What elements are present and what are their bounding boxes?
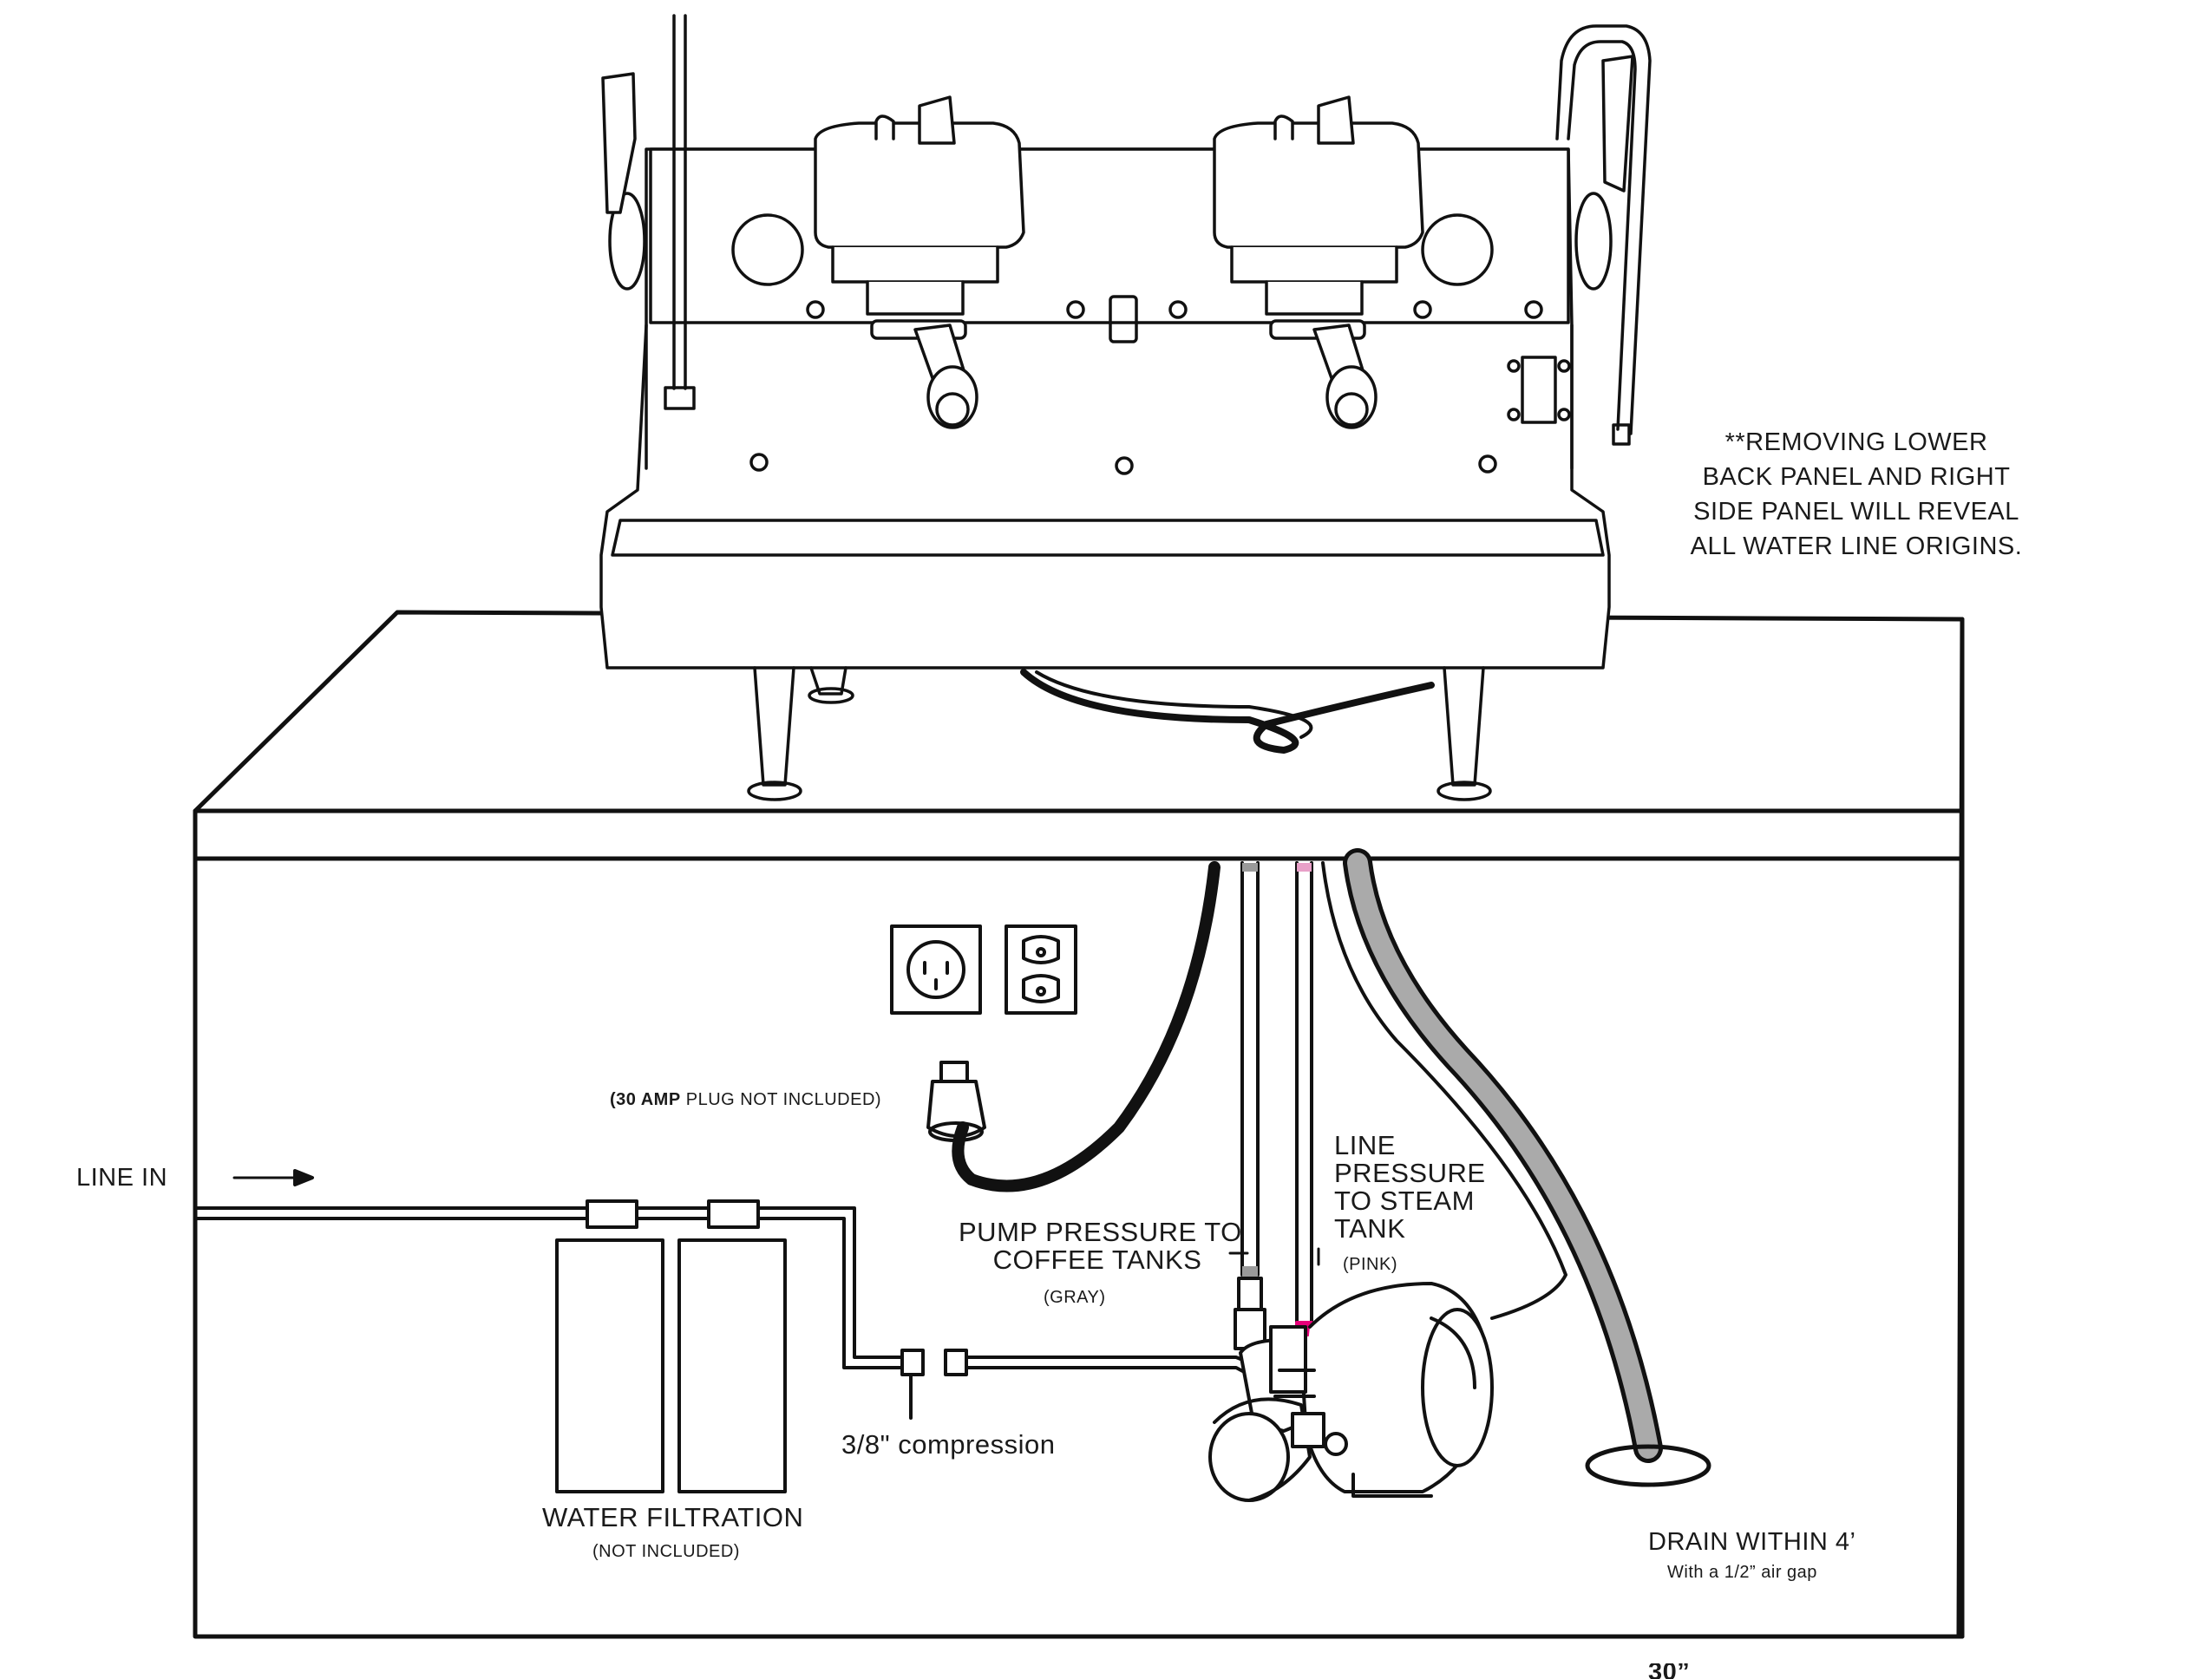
drain-hose [1343, 848, 1663, 1463]
wall-outlet-30amp [890, 924, 982, 1015]
amp-plug-rest: PLUG NOT INCLUDED) [685, 1090, 882, 1109]
counter-cabinet [193, 610, 1965, 1639]
removing-note-line-3: SIDE PANEL WILL REVEAL [1693, 498, 2019, 526]
water-filtration-label: WATER FILTRATION [542, 1502, 804, 1532]
line-pressure-label: LINE PRESSURE TO STEAM TANK [1334, 1132, 1486, 1243]
not-included-label: (NOT INCLUDED) [592, 1542, 740, 1561]
gray-line-pump-pressure [1234, 861, 1266, 1350]
pump-pressure-line-2: COFFEE TANKS [992, 1245, 1202, 1275]
amp-plug-label: (30 AMP PLUG NOT INCLUDED) [610, 1090, 881, 1110]
pump-pressure-label: PUMP PRESSURE TO COFFEE TANKS [959, 1217, 1242, 1275]
espresso-machine [599, 14, 1652, 801]
amp-plug-bold: (30 AMP [610, 1090, 681, 1109]
compression-fitting [900, 1349, 968, 1420]
floor-drain [1585, 1444, 1711, 1487]
pink-line-line-pressure [1295, 861, 1313, 1336]
line-in-label: LINE IN [76, 1164, 168, 1192]
line-pressure-line-3: TO STEAM [1334, 1186, 1475, 1216]
line-pressure-line-1: LINE [1334, 1130, 1396, 1160]
removing-note-line-4: ALL WATER LINE ORIGINS. [1690, 532, 2023, 560]
removing-note-line-1: **REMOVING LOWER [1724, 428, 1988, 456]
water-filter-right [677, 1199, 787, 1493]
line-pressure-line-2: PRESSURE [1334, 1158, 1486, 1188]
line-pressure-line-4: TANK [1334, 1213, 1406, 1244]
water-filter-left [555, 1199, 664, 1493]
drain-label: DRAIN WITHIN 4’ [1648, 1528, 1856, 1556]
power-cord [952, 861, 1221, 1192]
water-pump [1208, 1325, 1348, 1502]
thin-hose [1321, 861, 1567, 1320]
wall-outlet-duplex [1005, 924, 1077, 1015]
compression-label: 3/8" compression [841, 1429, 1056, 1460]
pump-pressure-line-1: PUMP PRESSURE TO [959, 1217, 1242, 1247]
flow-arrow [232, 1169, 314, 1186]
gray-label: (GRAY) [1044, 1288, 1106, 1307]
removing-note-line-2: BACK PANEL AND RIGHT [1702, 463, 2011, 491]
dimension-label: 30” [1648, 1663, 1691, 1679]
air-gap-label: With a 1/2” air gap [1667, 1563, 1817, 1582]
pump-motor [1299, 1282, 1494, 1498]
pink-label: (PINK) [1343, 1255, 1397, 1274]
power-plug [926, 1061, 986, 1142]
removing-panel-note: **REMOVING LOWER BACK PANEL AND RIGHT SI… [1666, 425, 2047, 564]
